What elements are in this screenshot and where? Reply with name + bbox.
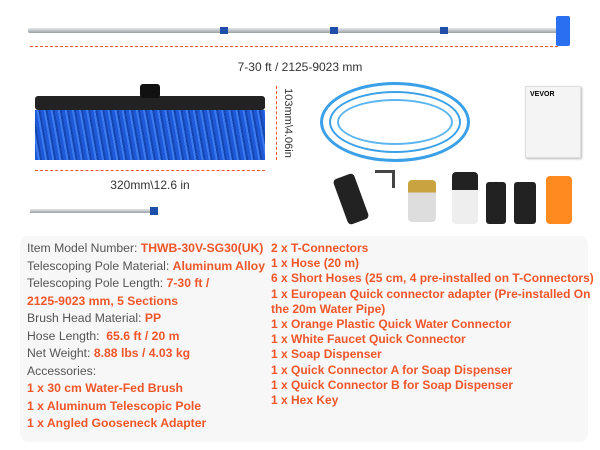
accessory-item: 1 x Hex Key [271, 393, 339, 408]
gooseneck-adapter-image [332, 172, 370, 226]
quick-connector-b-image [514, 182, 536, 224]
spec-pole-length: Telescoping Pole Length: 7-30 ft / [27, 276, 210, 290]
hose-coil-image [320, 82, 470, 162]
orange-connector-image [546, 176, 572, 224]
pole-clamp [330, 27, 338, 34]
spec-list: Item Model Number: THWB-30V-SG30(UK) Tel… [27, 240, 265, 433]
pole-length-label: 7-30 ft / 2125-9023 mm [237, 60, 363, 74]
brush-width-line [35, 170, 265, 171]
short-pole-image [30, 209, 150, 213]
faucet-connector-image [408, 180, 436, 222]
accessory-item: 1 x European Quick connector adapter (Pr… [271, 286, 591, 301]
pole-clamp [150, 207, 158, 215]
quick-connector-a-image [486, 182, 506, 224]
pole-clamp [220, 27, 228, 34]
pole-brush-end [556, 16, 570, 46]
accessory-item: 1 x 30 cm Water-Fed Brush [27, 381, 184, 395]
accessory-item: 1 x Aluminum Telescopic Pole [27, 398, 202, 413]
brush-bristles [35, 110, 265, 160]
spec-pole-material: Telescoping Pole Material: Aluminum Allo… [27, 258, 265, 273]
accessories-right-list: 2 x T-Connectors 1 x Hose (20 m) 6 x Sho… [271, 241, 594, 408]
spec-brush-material: Brush Head Material: PP [27, 311, 162, 325]
brush-socket [140, 84, 160, 98]
accessory-item: 2 x T-Connectors [271, 241, 369, 255]
spec-accessories-heading: Accessories: [27, 363, 97, 378]
spec-model: Item Model Number: THWB-30V-SG30(UK) [27, 241, 264, 255]
spec-panel [20, 236, 588, 442]
soap-dispenser-image [452, 172, 478, 224]
accessory-item: 1 x Quick Connector A for Soap Dispenser [271, 362, 513, 377]
accessory-item: 1 x Hose (20 m) [271, 256, 360, 271]
accessory-item: 1 x White Faucet Quick Connector [271, 332, 466, 347]
brush-height-label: 103mm\4.06in [282, 88, 294, 158]
accessory-item: 1 x Angled Gooseneck Adapter [27, 416, 207, 430]
brush-width-label: 320mm\12.6 in [110, 178, 190, 192]
pole-clamp [440, 27, 448, 34]
accessory-item: 1 x Quick Connector B for Soap Dispenser [271, 377, 514, 392]
hex-key-image [375, 170, 395, 188]
accessory-item: 1 x Soap Dispenser [271, 347, 382, 362]
accessory-item: 6 x Short Hoses (25 cm, 4 pre-installed … [271, 271, 594, 286]
spec-pole-length-cont: 2125-9023 mm, 5 Sections [27, 293, 179, 308]
manual-image: VEVOR [525, 86, 581, 158]
brush-head-image [35, 96, 265, 110]
spec-net-weight: Net Weight: 8.88 lbs / 4.03 kg [27, 346, 191, 360]
manual-brand: VEVOR [530, 91, 555, 98]
accessory-item: the 20m Water Pipe) [271, 301, 386, 316]
accessory-item: 1 x Orange Plastic Quick Water Connector [271, 317, 512, 332]
pole-dimension-line [30, 46, 558, 47]
brush-height-line [276, 86, 277, 160]
spec-hose-length: Hose Length: 65.6 ft / 20 m [27, 328, 180, 343]
telescopic-pole-image [28, 28, 558, 33]
